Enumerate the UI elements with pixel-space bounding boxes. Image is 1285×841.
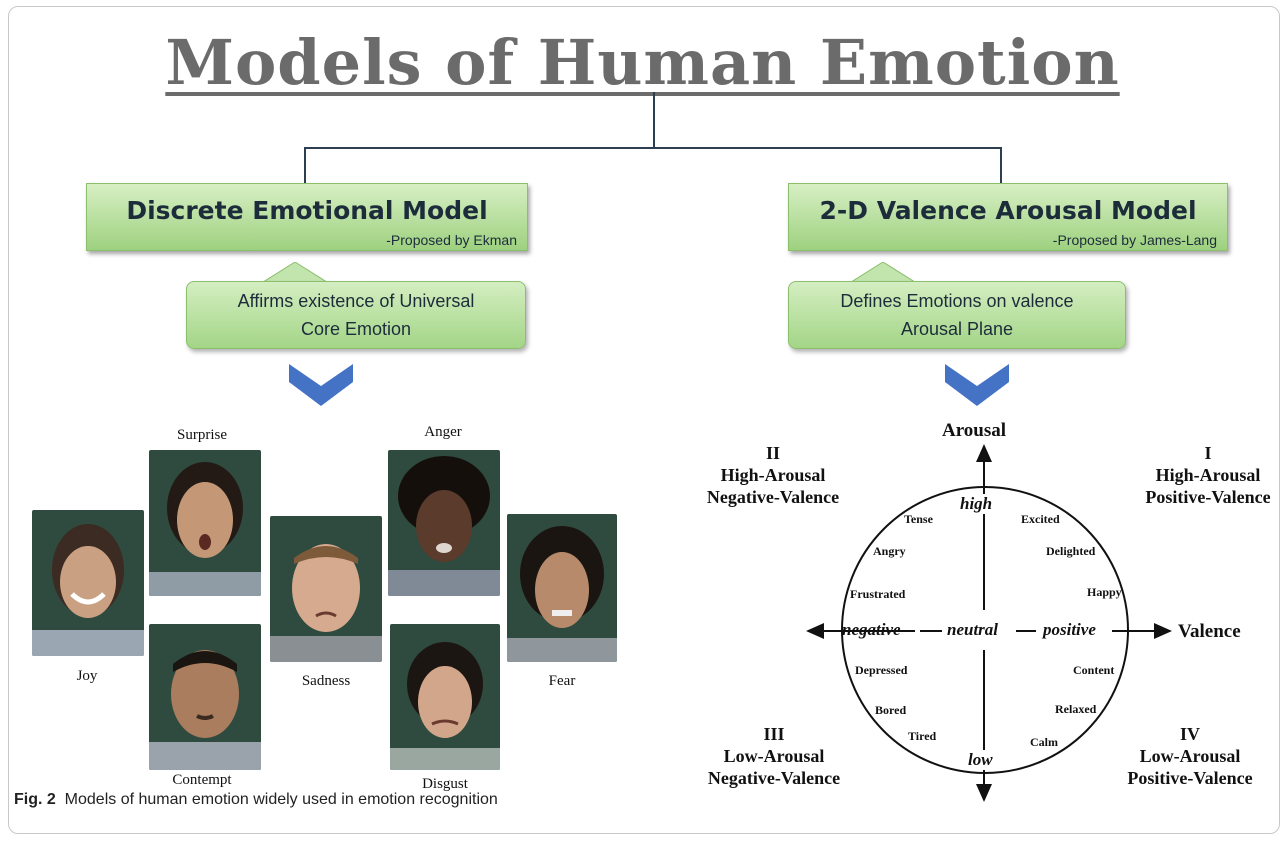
figure-caption-text: Models of human emotion widely used in e…: [64, 791, 498, 808]
face-sadness: [270, 516, 382, 662]
valence-arousal-model-proposer: -Proposed by James-Lang: [1052, 232, 1217, 248]
emotion-relaxed: Relaxed: [1055, 702, 1097, 716]
left-callout-pointer: [260, 262, 330, 284]
face-joy: [32, 510, 144, 656]
quadrant-iv-valence: Positive-Valence: [1127, 768, 1253, 788]
emotion-bored: Bored: [875, 703, 907, 717]
quadrant-i-label: I High-Arousal Positive-Valence: [1108, 442, 1285, 508]
emotion-delighted: Delighted: [1046, 544, 1096, 558]
positive-label: positive: [1043, 620, 1096, 639]
quadrant-iii-valence: Negative-Valence: [707, 768, 841, 788]
face-fear: [507, 514, 617, 662]
quadrant-iii-label: III Low-Arousal Negative-Valence: [674, 723, 874, 789]
discrete-callout-line-1: Affirms existence of Universal: [237, 291, 475, 311]
quadrant-iii-numeral: III: [763, 724, 785, 744]
tree-branch: [304, 147, 1002, 149]
face-label-surprise: Surprise: [177, 427, 227, 443]
valence-arousal-callout: Defines Emotions on valence Arousal Plan…: [788, 281, 1126, 349]
discrete-model-callout: Affirms existence of Universal Core Emot…: [186, 281, 526, 349]
low-label: low: [966, 750, 995, 770]
emotion-tense: Tense: [904, 512, 933, 526]
quadrant-ii-arousal: High-Arousal: [720, 465, 826, 485]
emotion-happy: Happy: [1087, 585, 1122, 599]
emotion-content: Content: [1073, 663, 1115, 677]
right-callout-pointer: [848, 262, 918, 284]
chevron-down-icon: [289, 364, 353, 406]
emotion-depressed: Depressed: [855, 663, 908, 677]
face-label-disgust: Disgust: [422, 776, 468, 792]
emotion-tired: Tired: [908, 729, 937, 743]
discrete-model-title: Discrete Emotional Model: [126, 196, 488, 225]
emotion-calm: Calm: [1030, 735, 1058, 749]
face-label-fear: Fear: [548, 673, 576, 689]
va-callout-line-2: Arousal Plane: [900, 319, 1014, 339]
quadrant-ii-valence: Negative-Valence: [706, 487, 840, 507]
quadrant-i-numeral: I: [1204, 443, 1212, 463]
neutral-label: neutral: [947, 620, 999, 639]
discrete-model-proposer: -Proposed by Ekman: [386, 232, 517, 248]
emotion-excited: Excited: [1021, 512, 1060, 526]
quadrant-ii-numeral: II: [765, 443, 780, 463]
face-anger: [388, 450, 500, 596]
emotion-frustrated: Frustrated: [850, 587, 906, 601]
negative-label: negative: [842, 620, 901, 639]
face-surprise: [149, 450, 261, 596]
quadrant-ii-label: II High-Arousal Negative-Valence: [673, 442, 873, 508]
figure-title: Models of Human Emotion: [165, 26, 1120, 99]
arousal-axis-label: Arousal: [942, 420, 1007, 441]
face-label-contempt: Contempt: [172, 772, 232, 788]
tree-left-drop: [304, 147, 306, 183]
va-callout-line-1: Defines Emotions on valence: [840, 291, 1074, 311]
valence-arousal-model-title: 2-D Valence Arousal Model: [819, 196, 1197, 225]
chevron-down-icon: [945, 364, 1009, 406]
tree-stem: [653, 92, 655, 149]
quadrant-i-arousal: High-Arousal: [1155, 465, 1261, 485]
face-label-anger: Anger: [424, 424, 462, 440]
quadrant-iv-numeral: IV: [1179, 724, 1200, 744]
face-label-joy: Joy: [76, 668, 98, 684]
face-label-sadness: Sadness: [301, 673, 351, 689]
valence-axis-label: Valence: [1178, 621, 1241, 642]
quadrant-iv-arousal: Low-Arousal: [1139, 746, 1241, 766]
quadrant-i-valence: Positive-Valence: [1145, 487, 1271, 507]
quadrant-iv-label: IV Low-Arousal Positive-Valence: [1090, 723, 1285, 789]
quadrant-iii-arousal: Low-Arousal: [723, 746, 825, 766]
high-label: high: [958, 494, 995, 514]
emotion-angry: Angry: [873, 544, 906, 558]
discrete-model-box: Discrete Emotional Model -Proposed by Ek…: [86, 183, 528, 251]
figure-caption-label: Fig. 2: [14, 791, 56, 808]
tree-right-drop: [1000, 147, 1002, 183]
face-disgust: [390, 624, 500, 770]
face-contempt: [149, 624, 261, 770]
figure-caption: Fig. 2 Models of human emotion widely us…: [14, 791, 498, 809]
valence-arousal-model-box: 2-D Valence Arousal Model -Proposed by J…: [788, 183, 1228, 251]
discrete-callout-line-2: Core Emotion: [300, 319, 412, 339]
